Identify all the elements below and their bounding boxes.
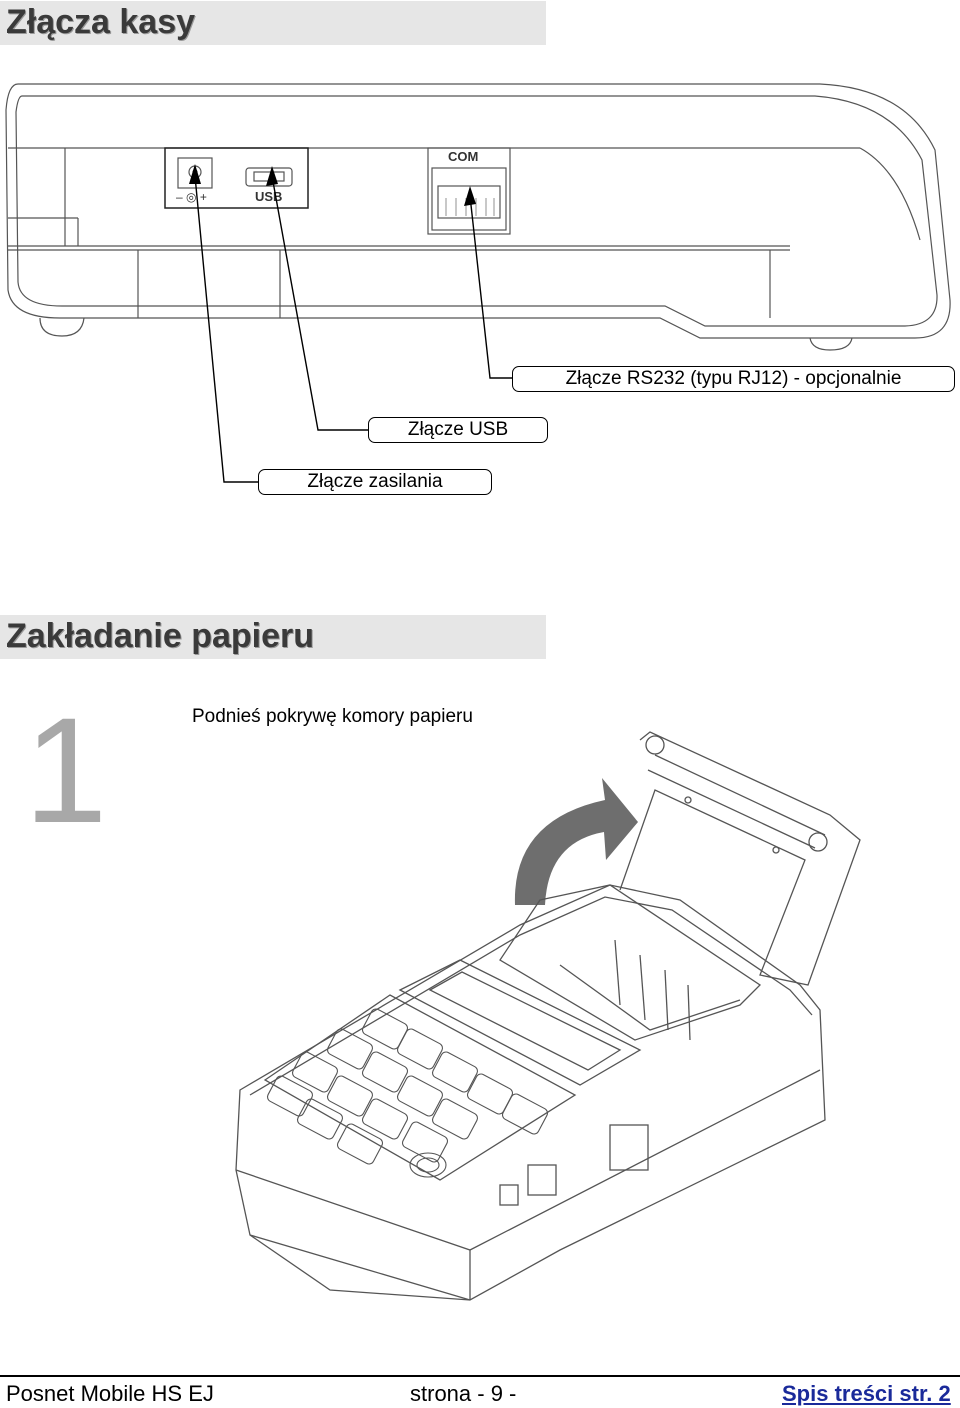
toc-link[interactable]: Spis treści str. 2 <box>782 1381 951 1406</box>
usb-arrow-icon <box>266 166 278 186</box>
step-instruction: Podnieś pokrywę komory papieru <box>192 706 473 727</box>
callout-usb-connector: Złącze USB <box>368 417 548 443</box>
section-title: Zakładanie papieru <box>6 617 314 655</box>
callout-power-label: Złącze zasilania <box>307 471 443 492</box>
lift-arrow-icon <box>514 778 638 905</box>
callout-rs232-label: Złącze RS232 (typu RJ12) - opcjonalnie <box>565 368 902 389</box>
device-side-view-illustration: COM USB – ◎ + <box>5 83 951 483</box>
callout-usb-label: Złącze USB <box>407 419 509 440</box>
power-arrow-icon <box>189 164 201 184</box>
section-header-paper-loading: Zakładanie papieru <box>0 615 546 659</box>
callout-rs232-connector: Złącze RS232 (typu RJ12) - opcjonalnie <box>512 366 955 392</box>
section-title: Złącza kasy <box>6 3 196 41</box>
callout-power-connector: Złącze zasilania <box>258 469 492 495</box>
power-port-label: – ◎ + <box>176 190 207 204</box>
rs232-arrow-icon <box>464 186 476 206</box>
footer-product-name: Posnet Mobile HS EJ <box>6 1381 214 1406</box>
footer-page-number: strona - 9 - <box>410 1381 517 1406</box>
section-header-connectors: Złącza kasy <box>0 1 546 45</box>
step-number: 1 <box>24 686 108 854</box>
com-port-label: COM <box>448 149 478 164</box>
footer-divider <box>0 1375 960 1377</box>
